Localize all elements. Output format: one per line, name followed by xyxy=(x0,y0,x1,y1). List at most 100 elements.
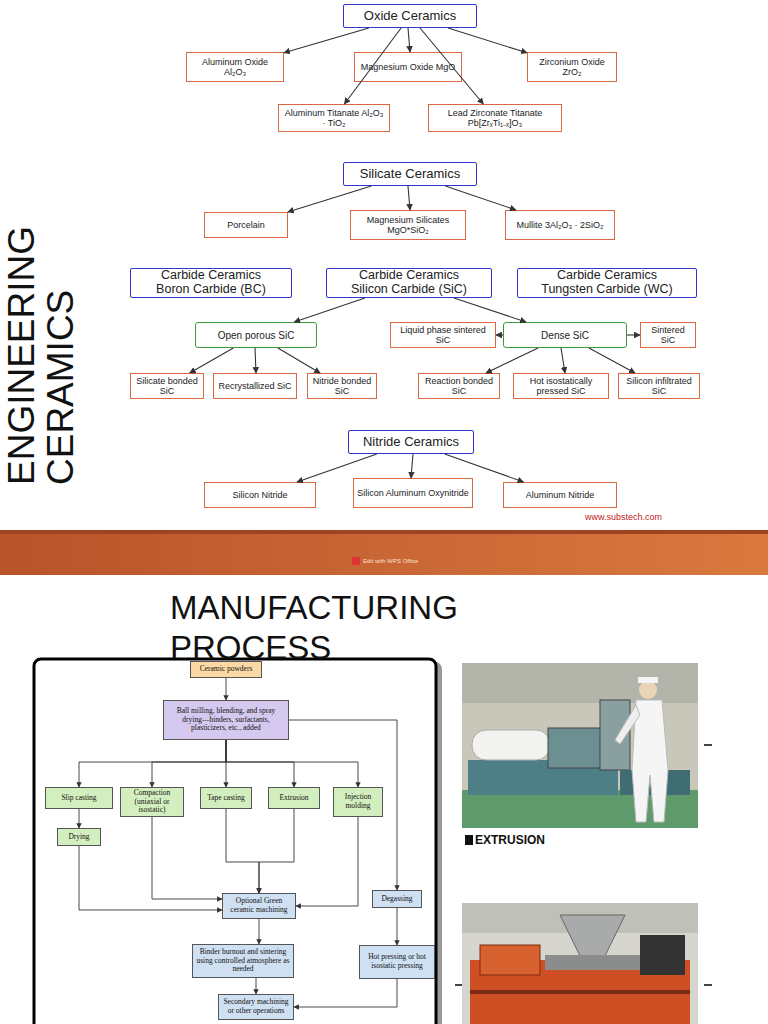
node-text-group: Nitride bonded SiC xyxy=(311,376,373,397)
node-label: Aluminum Oxide Al₂O₃ xyxy=(190,57,280,78)
node-text-group: Ball milling, blending, and spray drying… xyxy=(166,707,286,733)
node-label: Oxide Ceramics xyxy=(364,9,456,23)
node-label: Lead Zirconate Titanate Pb[ZrₓTi₁₋ₓ]O₃ xyxy=(432,108,558,129)
material-box: Silicon Aluminum Oxynitride xyxy=(353,478,473,508)
material-box: Aluminum Nitride xyxy=(503,482,617,508)
node-label: Hot pressing or hot isostatic pressing xyxy=(362,953,432,970)
photo-ceiling xyxy=(462,663,698,703)
material-hopper xyxy=(560,915,625,960)
flow-arrow xyxy=(454,298,526,322)
injection-barrel xyxy=(545,955,655,970)
material-box: Nitride bonded SiC xyxy=(307,373,377,399)
node-text-group: Carbide Ceramics Boron Carbide (BC) xyxy=(151,269,271,297)
flow-arrow xyxy=(226,678,227,700)
flow-arrow xyxy=(445,454,524,482)
node-label: Liquid phase sintered SiC xyxy=(394,325,492,346)
flow-arrow xyxy=(397,908,398,945)
slide-mark xyxy=(704,744,712,746)
flow-arrow xyxy=(296,817,358,906)
worker-head xyxy=(639,681,657,699)
node-label: Carbide Ceramics Tungsten Carbide (WC) xyxy=(538,269,676,297)
material-box: Hot isostatically pressed SiC xyxy=(513,373,609,399)
machine-trim xyxy=(470,990,690,994)
node-text-group: Hot pressing or hot isostatic pressing xyxy=(362,953,432,970)
flow-arrow xyxy=(259,809,294,893)
node-text-group: Dense SiC xyxy=(541,330,589,341)
flow-arrow xyxy=(420,28,483,104)
material-box: Reaction bonded SiC xyxy=(418,373,500,399)
caption-square xyxy=(465,835,473,845)
section-heading: MANUFACTURING PROCESS xyxy=(170,588,500,668)
clamp-unit xyxy=(480,945,540,975)
process-box: Slip casting xyxy=(45,787,113,809)
node-label: Silicate Ceramics xyxy=(360,167,460,181)
flow-arrow xyxy=(226,740,227,787)
node-label: Injection molding xyxy=(336,793,380,810)
node-text-group: Recrystallized SiC xyxy=(218,381,291,391)
node-text-group: Aluminum Oxide Al₂O₃ xyxy=(190,57,280,78)
flow-arrow xyxy=(284,28,369,53)
flow-arrow xyxy=(152,817,222,899)
worker-cap xyxy=(638,677,658,683)
node-label: Sintered SiC xyxy=(644,325,692,346)
flow-arrow xyxy=(79,809,80,828)
node-text-group: Lead Zirconate Titanate Pb[ZrₓTi₁₋ₓ]O₃ xyxy=(432,108,558,129)
node-label: Nitride bonded SiC xyxy=(311,376,373,397)
node-label: Reaction bonded SiC xyxy=(422,376,496,397)
node-text-group: Aluminum Titanate Al₂O₃ · TiO₂ xyxy=(282,108,386,129)
node-text-group: Drying xyxy=(68,833,89,842)
node-text-group: Silicon infiltrated SiC xyxy=(622,376,696,397)
node-label: Secondary machining or other operations xyxy=(221,998,291,1015)
node-text-group: Secondary machining or other operations xyxy=(221,998,291,1015)
category-box: Nitride Ceramics xyxy=(348,430,474,454)
material-box: Aluminum Oxide Al₂O₃ xyxy=(186,52,284,82)
node-label: Nitride Ceramics xyxy=(363,435,459,449)
process-box: Extrusion xyxy=(268,787,320,809)
process-box: Degassing xyxy=(372,890,422,908)
node-text-group: Carbide Ceramics Tungsten Carbide (WC) xyxy=(538,269,676,297)
flow-arrow xyxy=(411,454,413,478)
node-label: Silicon Nitride xyxy=(232,490,287,500)
node-text-group: Magnesium Silicates MgO*SiO₂ xyxy=(354,215,462,236)
flow-arrow xyxy=(408,186,410,210)
flow-arrow xyxy=(226,740,358,787)
node-label: Silicon Aluminum Oxynitride xyxy=(357,488,469,498)
injection-photo xyxy=(462,903,698,1024)
material-box: Sintered SiC xyxy=(640,322,696,348)
watermark: Edit with WPS Office xyxy=(363,557,443,565)
flow-arrow xyxy=(278,348,320,373)
node-label: Magnesium Silicates MgO*SiO₂ xyxy=(354,215,462,236)
flow-arrow xyxy=(448,28,527,53)
process-box: Optional Green ceramic machining xyxy=(222,893,296,919)
process-box: Tape casting xyxy=(200,787,252,809)
material-box: Mullite 3Al₂O₃ · 2SiO₂ xyxy=(505,210,615,240)
node-label: Carbide Ceramics Silicon Carbide (SiC) xyxy=(347,269,471,297)
flow-arrow xyxy=(152,740,226,787)
node-label: Hot isostatically pressed SiC xyxy=(517,376,605,397)
material-box: Silicon infiltrated SiC xyxy=(618,373,700,399)
watermark: www.substech.com xyxy=(585,512,705,523)
node-label: Optional Green ceramic machining xyxy=(225,897,293,914)
node-text-group: Compaction (uniaxial or isostatic) xyxy=(123,789,181,815)
node-text-group: Ceramic powders xyxy=(200,665,253,674)
node-text-group: Aluminum Nitride xyxy=(526,490,595,500)
flow-arrow xyxy=(288,186,372,212)
orange-band xyxy=(0,530,768,575)
node-label: Aluminum Nitride xyxy=(526,490,595,500)
node-text-group: Injection molding xyxy=(336,793,380,810)
material-box: Silicate bonded SiC xyxy=(130,373,204,399)
node-label: Compaction (uniaxial or isostatic) xyxy=(123,789,181,815)
node-text-group: Silicate bonded SiC xyxy=(134,376,200,397)
flow-arrow xyxy=(589,348,635,373)
band-edge xyxy=(0,530,768,534)
node-text-group: Hot isostatically pressed SiC xyxy=(517,376,605,397)
node-text-group: Mullite 3Al₂O₃ · 2SiO₂ xyxy=(516,220,603,230)
node-text-group: Nitride Ceramics xyxy=(363,435,459,449)
node-label: Extrusion xyxy=(279,794,308,803)
material-box: Magnesium Silicates MgO*SiO₂ xyxy=(350,210,466,240)
flow-arrow xyxy=(627,334,640,335)
material-box: Liquid phase sintered SiC xyxy=(390,322,496,348)
page-title: ENGINEERING CERAMICS xyxy=(2,205,82,485)
category-box: Carbide Ceramics Boron Carbide (BC) xyxy=(130,268,292,298)
